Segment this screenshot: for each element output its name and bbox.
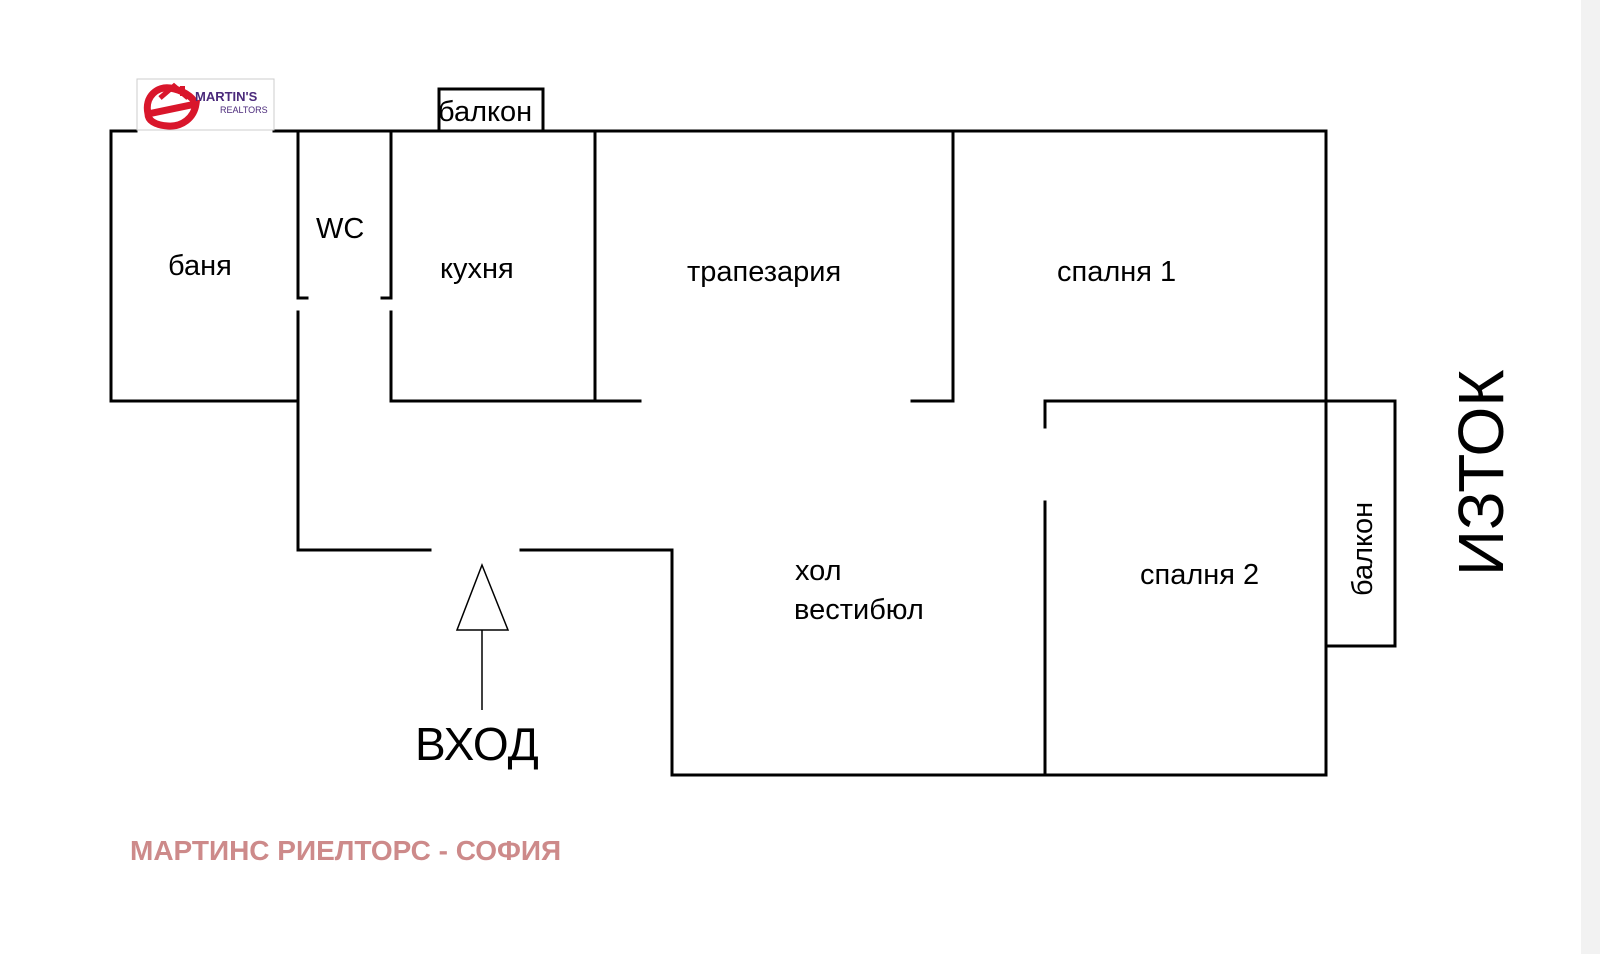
logo-brand-line1: MARTIN'S [195, 89, 258, 104]
balcony-side-box [1324, 399, 1397, 648]
logo-brand-line2: REALTORS [220, 105, 268, 115]
entrance-arrow-icon [455, 562, 510, 710]
room-label-dining: трапезария [687, 256, 841, 288]
right-edge-strip [1581, 0, 1600, 954]
company-logo: MARTIN'S REALTORS [136, 78, 275, 131]
room-label-kitchen: кухня [440, 253, 514, 285]
house-logo-icon [143, 82, 201, 130]
room-label-bedroom2: спалня 2 [1140, 559, 1259, 591]
room-label-bedroom1: спалня 1 [1057, 256, 1176, 288]
orientation-label: ИЗТОК [1445, 369, 1517, 576]
footer-company-name: МАРТИНС РИЕЛТОРС - СОФИЯ [130, 835, 562, 866]
walls [109, 87, 1397, 777]
balcony-top-box [437, 87, 545, 133]
room-label-bathroom: баня [168, 250, 232, 282]
room-label-hall-line2: вестибюл [794, 594, 924, 626]
entrance-label: ВХОД [415, 718, 539, 770]
room-label-hall-line1: хол [795, 555, 842, 587]
room-label-wc: WC [316, 213, 364, 245]
room-label-balcony-side: балкон [1347, 502, 1379, 596]
room-label-balcony-top: балкон [438, 96, 532, 128]
